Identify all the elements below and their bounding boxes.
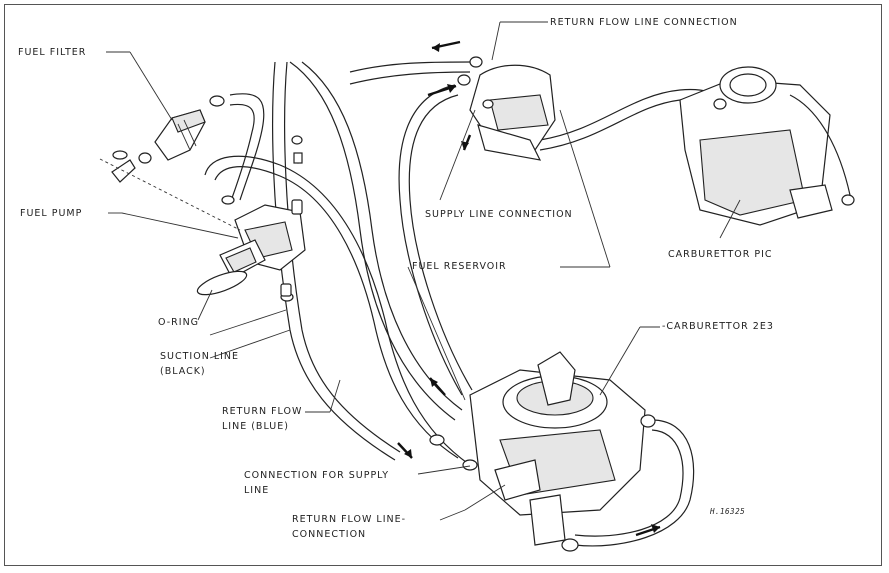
hoses [204,61,726,547]
label-connection-for-supply-line-2: LINE [244,485,270,496]
fuel-reservoir [457,56,556,161]
hose-top-return [349,61,471,73]
carburettor-2e3 [429,351,656,552]
label-supply-line-connection: SUPPLY LINE CONNECTION [425,209,573,220]
label-carburettor-2e3: -CARBURETTOR 2E3 [662,321,774,332]
hose-supply-connection [398,84,463,396]
figure-code: H.16325 [710,507,746,516]
label-fuel-pump: FUEL PUMP [20,208,83,219]
inline-connectors [280,135,303,297]
hose-return-flow-line [289,61,456,421]
leader-lines [99,21,741,521]
hose-filter-to-pump-inner [229,103,255,199]
hose-return-flow-line-inner [301,61,463,411]
hose-suction-line [272,61,396,461]
label-return-flow-line-connection-bottom: RETURN FLOW LINE- [292,514,407,525]
label-fuel-reservoir: FUEL RESERVOIR [412,261,507,272]
flow-arrows [397,40,661,537]
carburettor-pic [679,66,855,226]
label-suction-line-color: (BLACK) [160,366,206,377]
label-return-flow-line-color: LINE (BLUE) [222,421,289,432]
hose-2e3-return-loop-inner [574,429,684,537]
hose-top-return-inner [349,71,471,85]
label-return-flow-line-connection-top: RETURN FLOW LINE CONNECTION [550,17,738,28]
label-return-flow-line-connection-bottom-2: CONNECTION [292,529,367,540]
label-o-ring: O-RING [158,317,200,328]
hose-suction-line-inner [284,61,401,453]
label-suction-line: SUCTION LINE [160,351,240,362]
hose-pump-to-2e3 [204,155,471,466]
fuel-pump [196,152,306,302]
label-return-flow-line: RETURN FLOW [222,406,303,417]
label-connection-for-supply-line: CONNECTION FOR SUPPLY [244,470,390,481]
label-carburettor-pic: CARBURETTOR PIC [668,249,773,260]
label-fuel-filter: FUEL FILTER [18,47,87,58]
hose-2e3-return-loop [574,419,695,547]
hose-supply-connection-inner [408,94,473,391]
hose-filter-to-pump [229,93,265,201]
